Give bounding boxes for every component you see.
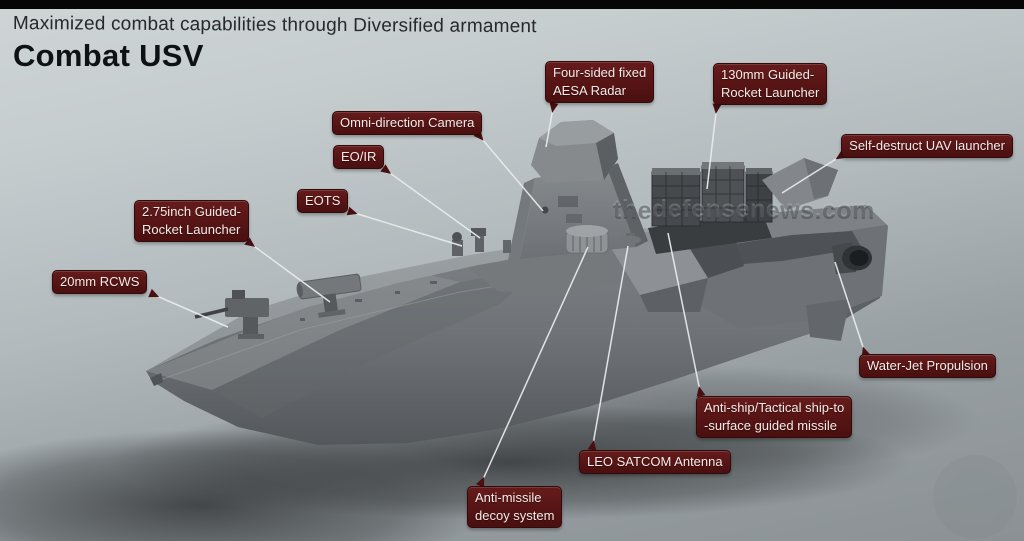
- callout-label-line: Self-destruct UAV launcher: [849, 138, 1005, 153]
- callout-tail-eo-ir: [380, 164, 392, 174]
- callout-label-line: -surface guided missile: [704, 418, 837, 433]
- rcws-gun: [194, 290, 269, 339]
- watermark-text: thedefensenews.com: [613, 197, 875, 225]
- callout-tail-leo-satcom-antenna: [587, 440, 597, 451]
- callout-label-line: Rocket Launcher: [721, 85, 820, 100]
- callout-130mm-guided-rocket: 130mm Guided- Rocket Launcher: [713, 63, 828, 105]
- leader-line-20mm-rcws: [149, 292, 229, 328]
- leader-line-self-destruct-uav: [781, 153, 845, 194]
- hull-facet-light: [146, 275, 460, 390]
- callout-label-line: EO/IR: [341, 149, 377, 164]
- bow-notch: [150, 373, 163, 386]
- leader-line-2-75inch-guided-rocket: [246, 240, 331, 303]
- page-title: Combat USV: [13, 38, 204, 73]
- leader-line-130mm-guided-rocket: [706, 103, 718, 190]
- callout-20mm-rcws: 20mm RCWS: [52, 270, 148, 294]
- callout-leo-satcom-antenna: LEO SATCOM Antenna: [579, 450, 731, 474]
- rocket-launcher-array: [648, 162, 773, 254]
- callout-2-75inch-guided-rocket: 2.75inch Guided- Rocket Launcher: [134, 200, 250, 242]
- water-jet: [806, 242, 872, 341]
- callout-anti-ship-missile: Anti-ship/Tactical ship-to -surface guide…: [696, 396, 853, 438]
- omni-camera-device: [541, 206, 549, 214]
- leader-line-eots: [347, 210, 463, 247]
- eots-device: [452, 232, 463, 256]
- rocket-launcher-275: [296, 273, 362, 318]
- callout-label-line: Anti-missile: [475, 490, 542, 505]
- leader-line-leo-satcom-antenna: [591, 245, 629, 451]
- callout-label-line: 2.75inch Guided-: [142, 204, 242, 219]
- callout-label-line: Omni-direction Camera: [340, 115, 475, 130]
- callout-water-jet-propulsion: Water-Jet Propulsion: [859, 354, 996, 378]
- watermark-emboss: thedefensenews.com: [613, 195, 875, 223]
- callout-label-line: 20mm RCWS: [60, 274, 140, 289]
- leader-line-water-jet-propulsion: [834, 261, 867, 357]
- callout-tail-eots: [346, 206, 358, 216]
- satcom-antenna-device: [619, 233, 641, 245]
- header: Maximized combat capabilities through Di…: [13, 13, 537, 74]
- hull-facet-dark: [212, 268, 540, 418]
- callout-label-line: Rocket Launcher: [142, 222, 241, 237]
- callout-tail-2-75inch-guided-rocket: [244, 237, 256, 247]
- callout-label-line: LEO SATCOM Antenna: [587, 454, 723, 469]
- callout-self-destruct-uav: Self-destruct UAV launcher: [841, 134, 1013, 158]
- decoy-dome: [565, 225, 609, 254]
- uav-launcher-wedge: [762, 158, 838, 210]
- callout-label-line: EOTS: [305, 193, 341, 208]
- callout-label-line: Four-sided fixed: [553, 65, 647, 80]
- callout-label-line: AESA Radar: [553, 83, 626, 98]
- callout-eo-ir: EO/IR: [333, 145, 385, 169]
- callout-tail-anti-ship-missile: [696, 386, 706, 397]
- top-bar: [0, 0, 1024, 9]
- leader-line-anti-ship-missile: [667, 232, 702, 397]
- callout-label-line: Anti-ship/Tactical ship-to: [704, 400, 845, 415]
- mast-small-sensor: [503, 240, 511, 253]
- faint-logo: [933, 455, 1017, 539]
- callout-eots: EOTS: [297, 189, 349, 213]
- aft-bay-opening: [702, 231, 862, 266]
- callout-tail-four-sided-aesa-radar: [549, 102, 559, 113]
- callout-label-line: Water-Jet Propulsion: [867, 358, 988, 373]
- callout-tail-130mm-guided-rocket: [712, 103, 722, 114]
- leader-line-anti-missile-decoy: [479, 246, 589, 487]
- callout-tail-20mm-rcws: [148, 288, 160, 298]
- callout-label-line: decoy system: [475, 508, 555, 523]
- callout-omni-direction-camera: Omni-direction Camera: [332, 111, 483, 135]
- callout-anti-missile-decoy: Anti-missile decoy system: [467, 486, 563, 528]
- eoir-device: [471, 228, 486, 252]
- callout-tail-anti-missile-decoy: [475, 476, 485, 488]
- callout-label-line: 130mm Guided-: [721, 67, 815, 82]
- leader-line-omni-direction-camera: [476, 132, 544, 212]
- leader-line-eo-ir: [382, 167, 481, 239]
